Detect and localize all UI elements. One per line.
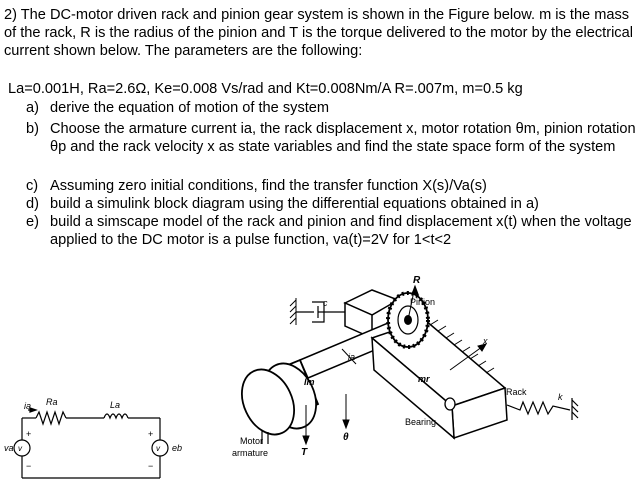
circuit-plus-left: + [26,429,31,439]
label-ia-figure: ia [348,352,355,362]
circuit-label-La: La [110,400,120,410]
item-text: derive the equation of motion of the sys… [50,100,330,116]
torque-arrow [302,405,310,446]
x-direction-arrow [449,343,488,371]
circuit-minus-left: − [26,461,31,471]
wall-hatch [289,298,297,325]
label-bearing: Bearing [405,417,436,427]
question-intro: 2) The DC-motor driven rack and pinion g… [4,7,633,59]
source-eb [151,439,169,457]
resistor [35,410,67,426]
label-T: T [301,447,308,458]
inductor [103,413,129,420]
item-label: d) [26,196,39,212]
circuit-minus-right: − [148,461,153,471]
bearing [444,397,456,411]
item-text: build a simscape model of the rack and p… [50,214,632,248]
circuit-label-va: va [4,443,14,453]
theta-arrow [342,394,350,430]
label-rack: Rack [506,387,527,397]
circuit-label-v-left: v [18,444,23,453]
circuit-label-ia: ia [24,401,31,411]
item-text: build a simulink block diagram using the… [50,196,539,212]
circuit [13,407,169,479]
item-label: a) [26,100,39,116]
source-va [13,439,31,457]
item-text: Assuming zero initial conditions, find t… [50,178,487,194]
item-label: e) [26,214,39,230]
label-motor: Motor [240,436,263,446]
label-c: c [323,298,328,308]
label-mr: mr [418,374,430,384]
label-pinion: Pinion [410,297,435,307]
item-text: Choose the armature current ia, the rack… [50,121,636,155]
damper [296,301,345,323]
label-im: Im [304,377,315,387]
motor-leads [261,430,269,444]
spring [506,398,579,420]
label-armature: armature [232,448,268,458]
item-label: b) [26,121,39,137]
circuit-label-eb: eb [172,443,182,453]
motor [241,358,320,436]
parameter-line: La=0.001H, Ra=2.6Ω, Ke=0.008 Vs/rad and … [8,81,523,97]
circuit-label-v-right: v [156,444,161,453]
item-label: c) [26,178,39,194]
rack-teeth [429,319,495,374]
pinion-radius-arrow [407,284,419,321]
circuit-plus-right: + [148,429,153,439]
ia-arrow [341,348,357,365]
label-x: x [482,336,488,346]
label-k: k [558,392,563,402]
circuit-label-Ra: Ra [46,397,58,407]
label-theta: θ [343,432,349,443]
label-R: R [413,275,421,286]
